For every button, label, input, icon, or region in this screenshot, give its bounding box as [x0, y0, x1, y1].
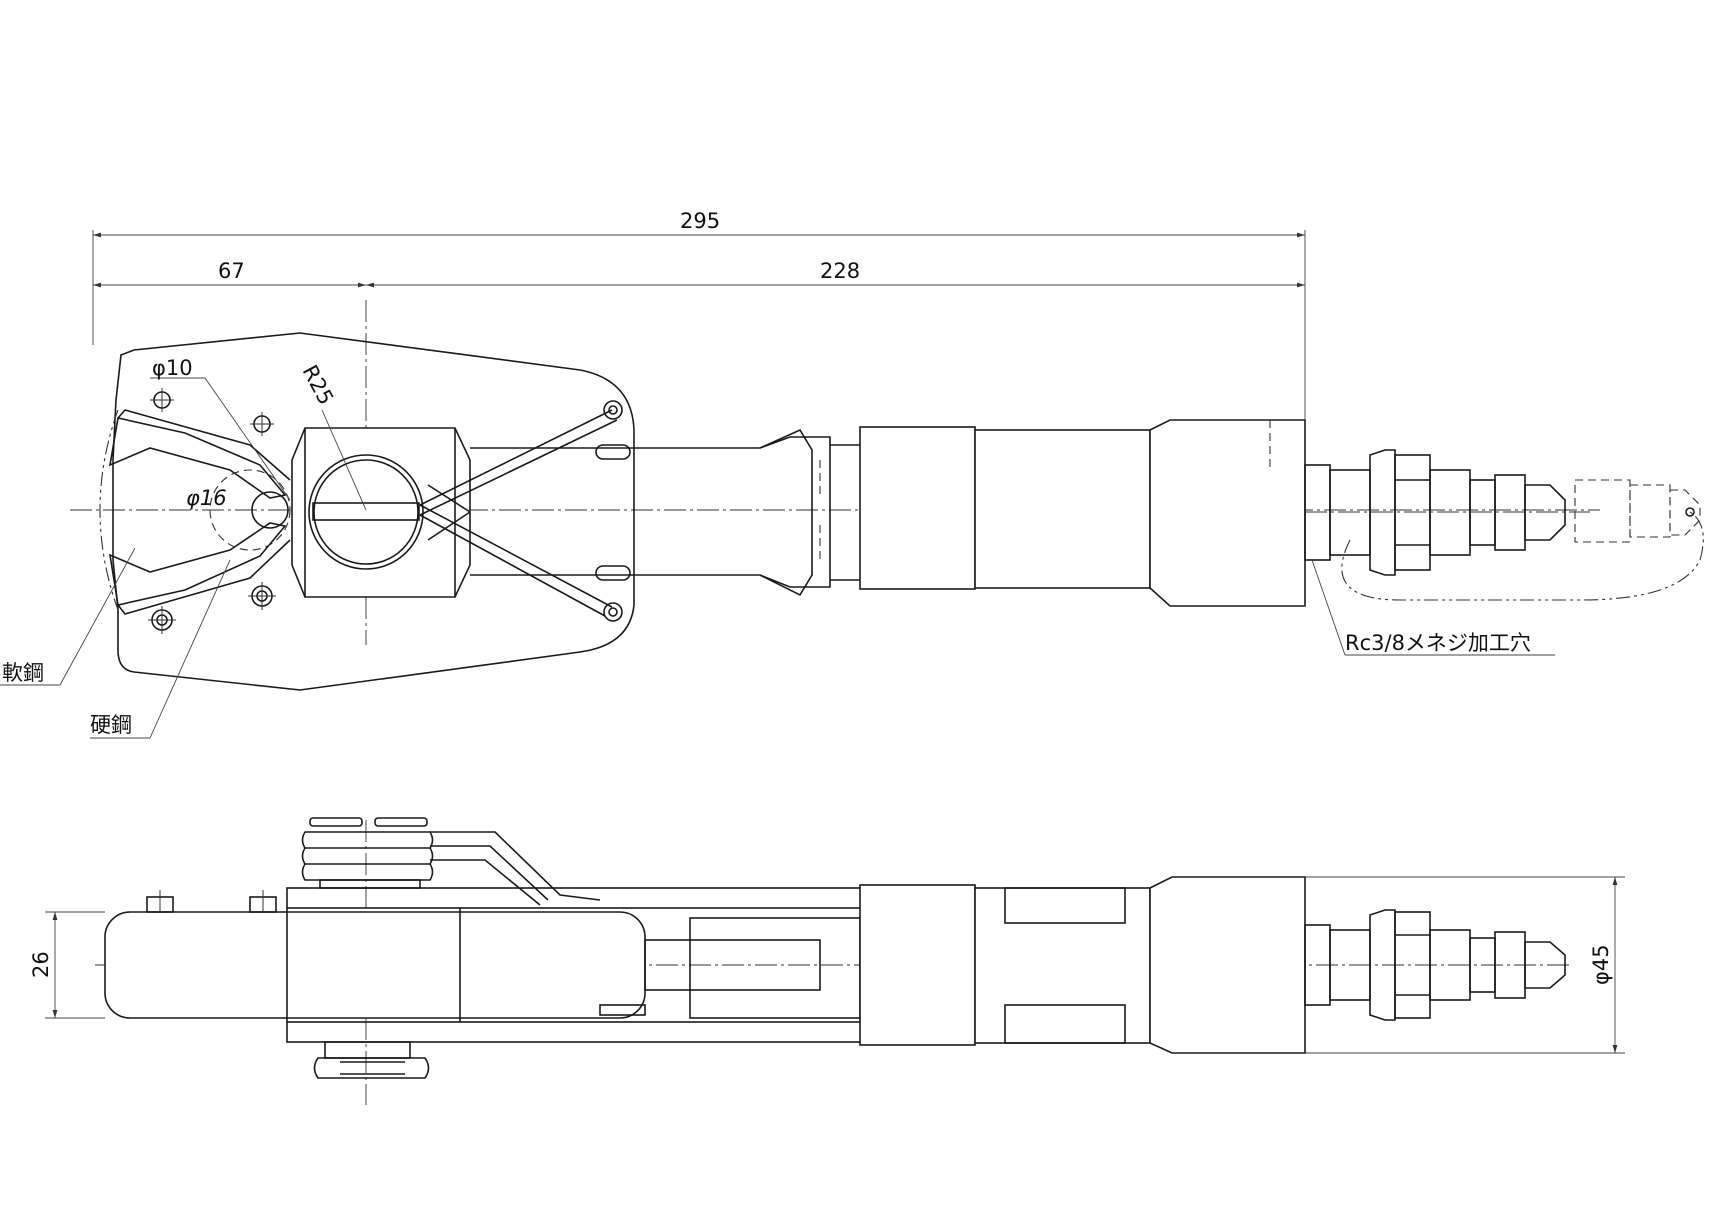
jaw-holes	[148, 388, 276, 634]
callout-phi10: φ10	[150, 356, 291, 501]
side-hose-fitting	[1304, 909, 1566, 1021]
r25-label: R25	[298, 361, 339, 409]
pivot-screw	[308, 454, 424, 570]
lower-jaw	[108, 522, 287, 606]
side-frame-upper	[286, 887, 863, 909]
callout-hard-steel: 硬鋼	[90, 559, 231, 739]
side-clevis	[689, 917, 861, 1019]
callout-port-thread: Rc3/8メネジ加工穴	[1311, 559, 1555, 656]
dimension-67: 67	[93, 259, 366, 288]
pivot-block	[291, 427, 471, 598]
dimension-67-label: 67	[218, 259, 245, 283]
side-frame-lower	[286, 1021, 863, 1043]
upper-jaw-inner	[117, 409, 291, 481]
hard-steel-label: 硬鋼	[90, 713, 132, 737]
side-bottom-nut	[313, 1041, 430, 1079]
top-view: 295 67 228 φ10 R25 φ16 軟鋼	[0, 209, 1704, 739]
port-thread-label: Rc3/8メネジ加工穴	[1345, 631, 1531, 655]
spring-pin-lower	[603, 602, 623, 622]
spring-pin-upper	[603, 400, 623, 420]
phi10-label: φ10	[152, 356, 193, 380]
cylinder-middle	[974, 429, 1151, 589]
jaw-swing-arc	[99, 409, 119, 611]
jaw-bite-circle	[251, 491, 289, 529]
dimension-26-label: 26	[29, 951, 53, 978]
spring-wires	[419, 400, 623, 622]
torsion-spring	[301, 817, 601, 906]
phantom-coupler	[1341, 479, 1704, 601]
lower-guide-slot	[595, 565, 631, 581]
cylinder-rear	[1149, 419, 1306, 607]
phi16-label: φ16	[186, 486, 227, 510]
phi45-label: φ45	[1589, 944, 1613, 985]
hose-fitting	[1304, 449, 1590, 576]
dimension-295-label: 295	[680, 209, 720, 233]
side-cylinder-front	[859, 884, 976, 1046]
connecting-tube	[470, 436, 831, 588]
lower-jaw-inner	[117, 539, 291, 615]
side-view: 26 φ45	[29, 817, 1625, 1105]
dimension-phi45: φ45	[1305, 876, 1625, 1054]
side-cylinder-middle	[974, 887, 1151, 1044]
upper-jaw	[108, 417, 287, 499]
side-cylinder-rear	[1149, 876, 1306, 1054]
cylinder-front	[859, 426, 976, 590]
callout-phi16: φ16	[186, 486, 227, 510]
head-plate	[112, 332, 635, 691]
dimension-295: 295	[92, 209, 1306, 420]
side-link	[644, 939, 821, 991]
soft-steel-label: 軟鋼	[2, 661, 44, 685]
screw-slot	[312, 502, 420, 521]
side-jaw-body	[104, 911, 646, 1019]
jaw-opening-circle	[209, 469, 291, 551]
dimension-228: 228	[366, 259, 1305, 288]
upper-guide-slot	[595, 444, 631, 460]
dimension-228-label: 228	[820, 259, 860, 283]
dimension-26: 26	[29, 911, 105, 1019]
callout-soft-steel: 軟鋼	[0, 547, 136, 686]
